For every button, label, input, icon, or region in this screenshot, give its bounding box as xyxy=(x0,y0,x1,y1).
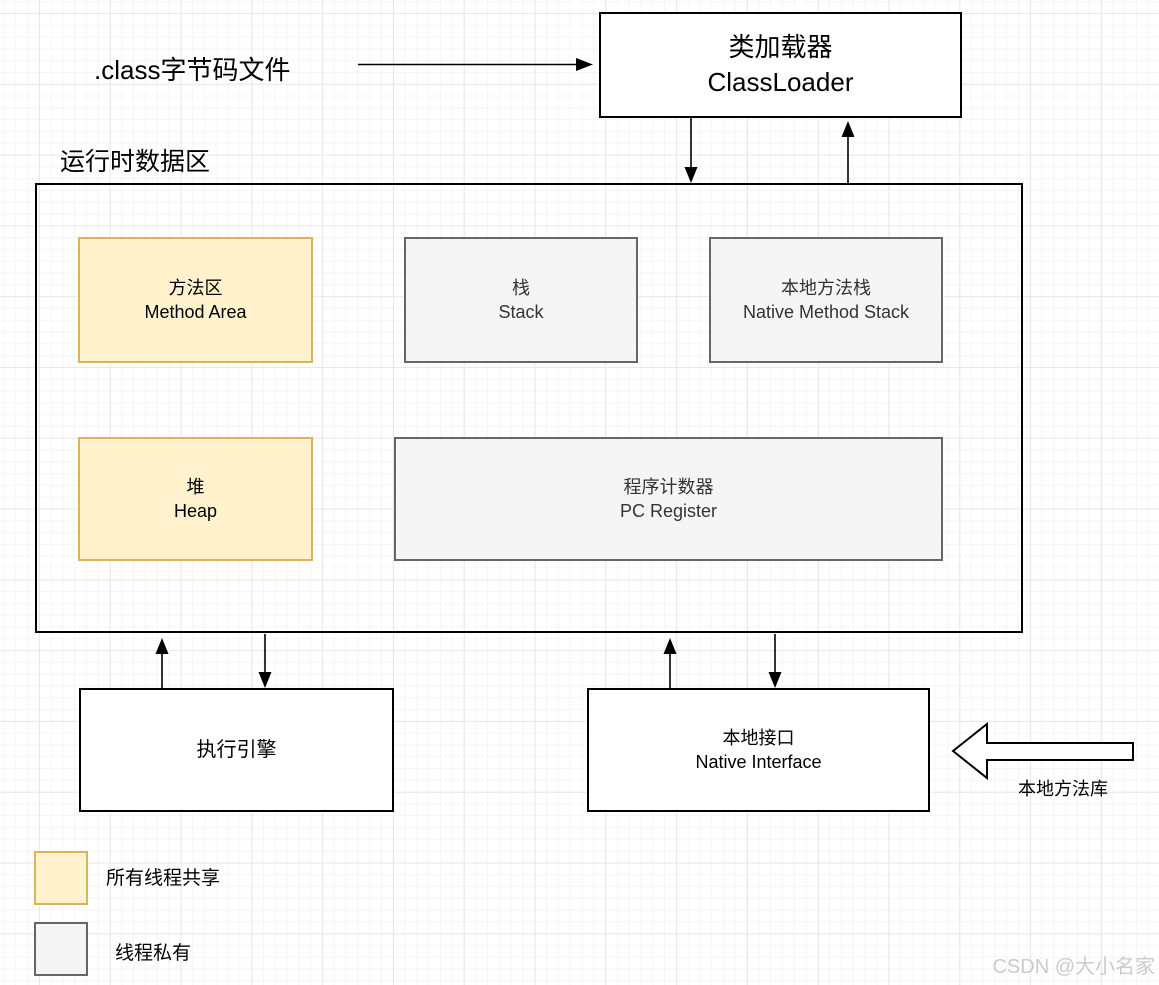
runtime-data-area-container xyxy=(35,183,1023,633)
connector-runtime-to-engine-down-arrow-icon xyxy=(258,634,272,688)
stack-box: 栈 Stack xyxy=(404,237,638,363)
heap-box: 堆 Heap xyxy=(78,437,313,561)
runtime-area-title: 运行时数据区 xyxy=(60,148,211,176)
connector-classloader-to-runtime-down-arrow-icon xyxy=(684,118,698,183)
method-area-label-zh: 方法区 xyxy=(168,277,223,298)
connector-runtime-to-classloader-up-arrow-icon xyxy=(841,121,855,183)
pc-register-box: 程序计数器 PC Register xyxy=(394,437,943,561)
native-interface-label-zh: 本地接口 xyxy=(722,727,795,748)
native-interface-box: 本地接口 Native Interface xyxy=(587,688,930,812)
watermark-text: CSDN @大小名家 xyxy=(992,956,1155,978)
execution-engine-box: 执行引擎 xyxy=(79,688,394,812)
stack-label-en: Stack xyxy=(498,302,544,322)
class-loader-label-en: ClassLoader xyxy=(707,67,854,97)
native-method-stack-box: 本地方法栈 Native Method Stack xyxy=(709,237,943,363)
class-file-label: .class字节码文件 xyxy=(94,55,291,85)
native-method-stack-label-en: Native Method Stack xyxy=(742,302,910,322)
native-interface-label-en: Native Interface xyxy=(695,752,822,772)
native-method-library-label: 本地方法库 xyxy=(1018,779,1108,799)
pc-register-label-zh: 程序计数器 xyxy=(623,476,714,497)
heap-label-zh: 堆 xyxy=(186,476,205,497)
heap-label-en: Heap xyxy=(173,501,218,521)
method-area-box: 方法区 Method Area xyxy=(78,237,313,363)
class-loader-label-zh: 类加载器 xyxy=(728,31,833,62)
native-method-stack-label-zh: 本地方法栈 xyxy=(781,277,871,298)
connector-native-interface-to-runtime-up-arrow-icon xyxy=(663,638,677,688)
legend-label-private: 线程私有 xyxy=(115,943,192,964)
connector-runtime-to-native-interface-down-arrow-icon xyxy=(768,634,782,688)
connector-classfile-to-classloader-arrow-icon xyxy=(358,58,593,71)
legend-swatch-shared xyxy=(34,851,88,905)
connector-engine-to-runtime-up-arrow-icon xyxy=(155,638,169,688)
pc-register-label-en: PC Register xyxy=(619,501,718,521)
stack-label-zh: 栈 xyxy=(512,277,530,298)
method-area-label-en: Method Area xyxy=(144,302,247,322)
legend-swatch-private xyxy=(34,922,88,976)
native-library-block-arrow-icon xyxy=(951,721,1134,781)
class-loader-box: 类加载器 ClassLoader xyxy=(599,12,962,118)
execution-engine-label: 执行引擎 xyxy=(196,738,277,761)
legend-label-shared: 所有线程共享 xyxy=(106,868,221,889)
